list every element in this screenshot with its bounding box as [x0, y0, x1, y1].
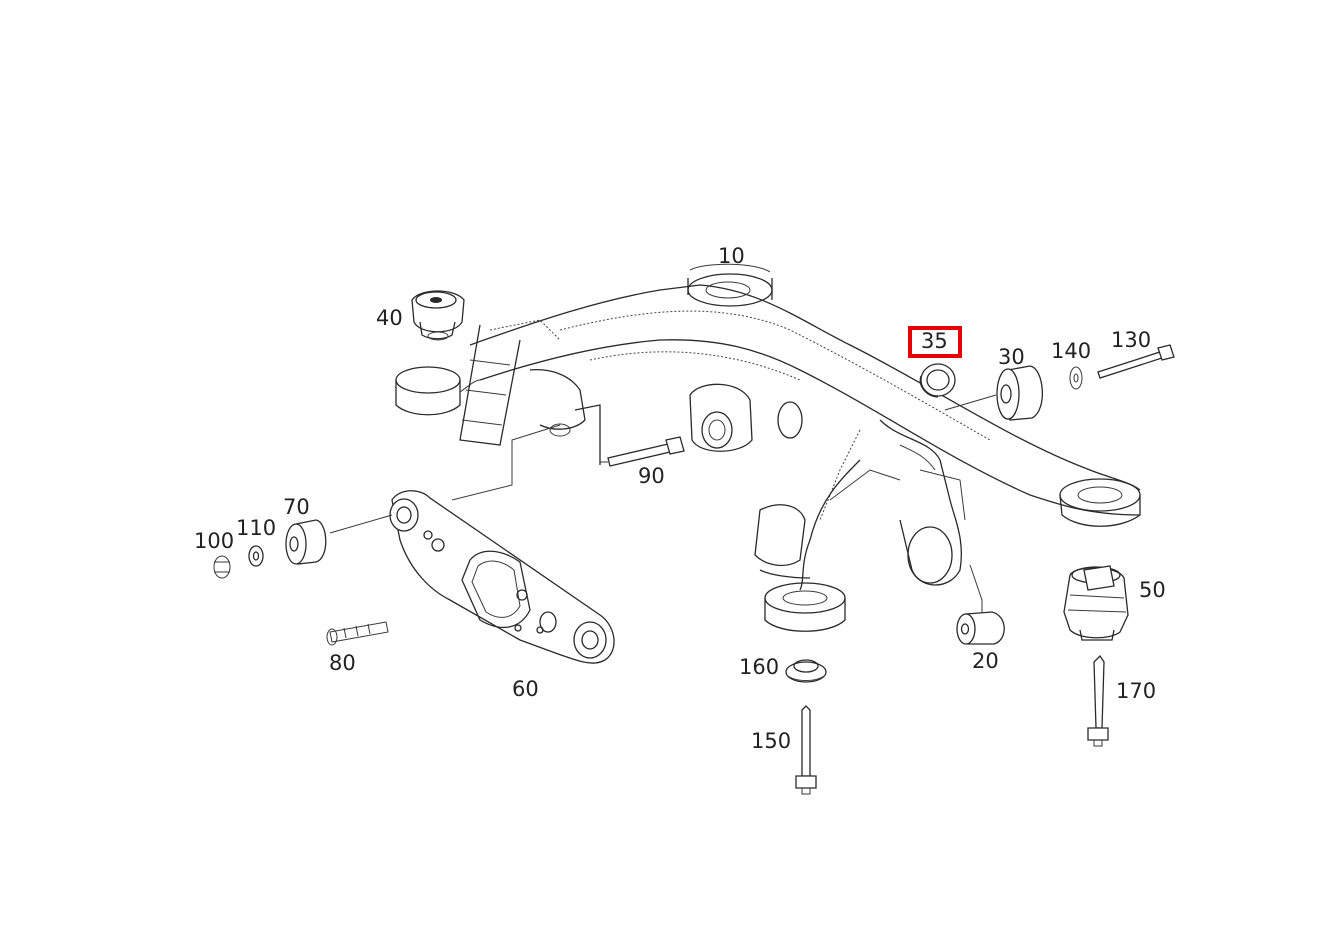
bushing-70	[285, 519, 327, 565]
label-20: 20	[972, 649, 999, 673]
bushing-30	[944, 365, 1044, 421]
label-35: 35	[921, 329, 948, 353]
label-80: 80	[329, 651, 356, 675]
label-70: 70	[283, 495, 310, 519]
mount-50	[1063, 565, 1129, 641]
label-150: 150	[751, 729, 792, 753]
washer-110	[248, 545, 264, 567]
label-10: 10	[718, 244, 745, 268]
bolt-90	[600, 436, 685, 467]
label-60: 60	[512, 677, 539, 701]
subframe-10	[395, 263, 1141, 632]
label-140: 140	[1051, 339, 1092, 363]
bolt-170	[1087, 654, 1109, 747]
label-100: 100	[194, 529, 235, 553]
label-30: 30	[998, 345, 1025, 369]
highlight-box	[908, 326, 962, 358]
washer-35	[919, 363, 956, 398]
bolt-130	[1097, 344, 1175, 379]
label-170: 170	[1116, 679, 1157, 703]
mount-40	[411, 290, 465, 341]
label-40: 40	[376, 306, 403, 330]
damper-160	[785, 659, 827, 683]
label-130: 130	[1111, 328, 1152, 352]
nut-100	[213, 555, 231, 579]
label-50: 50	[1139, 578, 1166, 602]
arm-60	[329, 424, 615, 664]
label-90: 90	[638, 464, 665, 488]
bolt-80	[326, 621, 389, 646]
washer-140	[1069, 366, 1083, 390]
bushing-20	[956, 564, 1005, 645]
label-160: 160	[739, 655, 780, 679]
label-110: 110	[236, 516, 277, 540]
bolt-150	[795, 705, 817, 795]
